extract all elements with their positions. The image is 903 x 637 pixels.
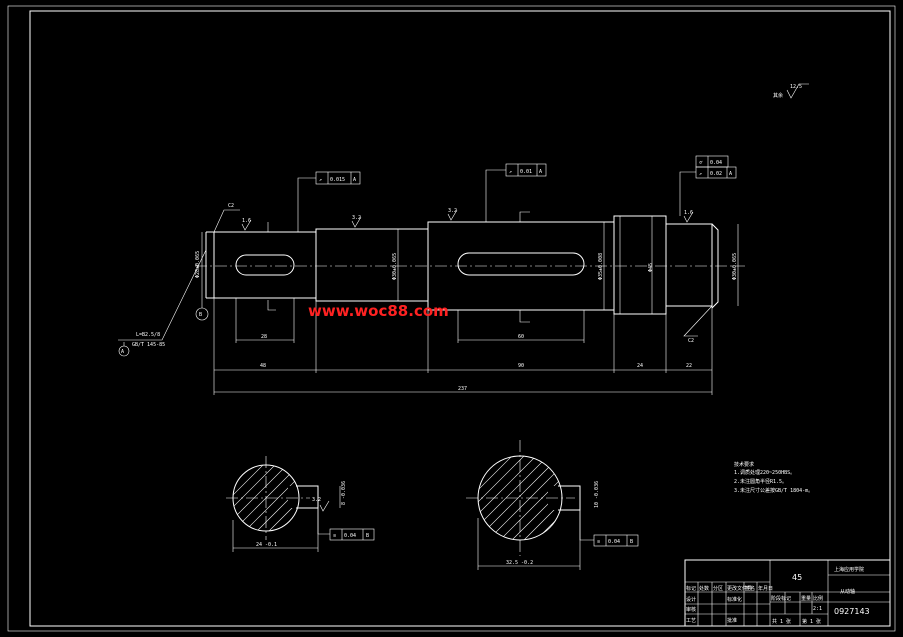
tolerance-frame-left: ↗ 0.015 A	[297, 171, 361, 232]
svg-text:0.04: 0.04	[608, 539, 620, 545]
svg-text:237: 237	[458, 386, 467, 392]
svg-text:22: 22	[686, 363, 692, 369]
svg-text:A: A	[539, 169, 542, 175]
svg-text:B: B	[366, 533, 369, 539]
part-name: 从动轴	[840, 588, 855, 595]
svg-text:1.6: 1.6	[684, 210, 693, 216]
svg-text:年月日: 年月日	[758, 585, 773, 592]
svg-text:0.02: 0.02	[710, 171, 722, 177]
svg-text:1.6: 1.6	[242, 218, 251, 224]
svg-text:≡: ≡	[333, 533, 336, 539]
svg-text:分区: 分区	[713, 585, 723, 592]
svg-text:Φ35±0.008: Φ35±0.008	[598, 253, 604, 280]
drawing-number: 0927143	[834, 607, 870, 616]
svg-text:A: A	[121, 349, 124, 355]
svg-text:↗: ↗	[319, 177, 322, 183]
svg-text:2:1: 2:1	[813, 606, 822, 612]
svg-text:24 -0.1: 24 -0.1	[256, 542, 277, 548]
svg-text:C2: C2	[688, 338, 694, 344]
svg-text:Φ45: Φ45	[648, 263, 654, 272]
svg-text:0.015: 0.015	[330, 177, 345, 183]
svg-text:B: B	[199, 312, 202, 318]
svg-text:24: 24	[637, 363, 643, 369]
svg-text:8 -0.036: 8 -0.036	[341, 481, 347, 505]
dimension-lines: 28 60 48 90 24 22 237	[214, 334, 712, 393]
svg-text:处数: 处数	[699, 585, 709, 592]
inner-frame	[29, 10, 891, 627]
title-block: 45 上海应用学院 从动轴 0927143 2:1 标记 处数 分区 更改文件号…	[684, 559, 891, 627]
svg-text:60: 60	[518, 334, 524, 340]
svg-text:≡: ≡	[597, 539, 600, 545]
svg-text:0.04: 0.04	[344, 533, 356, 539]
svg-text:其余: 其余	[773, 92, 783, 99]
svg-text:GB/T 145-85: GB/T 145-85	[132, 342, 165, 348]
keyway-middle	[457, 252, 585, 276]
svg-text:3.2: 3.2	[448, 208, 457, 214]
svg-text:标准化: 标准化	[727, 596, 742, 603]
svg-text:共 1 张: 共 1 张	[772, 618, 791, 625]
svg-text:阶段标记: 阶段标记	[771, 595, 791, 602]
svg-text:第 1 张: 第 1 张	[802, 618, 821, 625]
surface-finish-note: 其余 12.5	[773, 83, 809, 99]
svg-text:工艺: 工艺	[686, 618, 696, 624]
school-name: 上海应用学院	[834, 566, 864, 573]
svg-text:A: A	[729, 171, 732, 177]
tolerance-frame-middle: ↗ 0.01 A	[485, 163, 547, 222]
svg-text:1.调质处理220~250HBS。: 1.调质处理220~250HBS。	[734, 469, 795, 476]
roughness-symbols: 1.6 3.2 3.2 1.6 3.2	[241, 208, 694, 512]
chamfer-right: C2	[683, 305, 713, 344]
outer-border	[7, 5, 896, 632]
svg-text:审核: 审核	[686, 606, 696, 613]
svg-text:0.01: 0.01	[520, 169, 532, 175]
shaft-main-view	[195, 211, 745, 395]
section-view-left: 24 -0.1 8 -0.036 ≡ 0.04 B	[226, 456, 375, 552]
svg-text:10 -0.036: 10 -0.036	[594, 481, 600, 508]
material-value: 45	[792, 573, 802, 582]
svg-text:比例: 比例	[813, 595, 823, 602]
svg-text:Φ30±0.065: Φ30±0.065	[392, 253, 398, 280]
svg-text:L=B2.5/8: L=B2.5/8	[136, 332, 160, 338]
svg-text:⌭: ⌭	[699, 160, 703, 166]
svg-text:B: B	[630, 539, 633, 545]
svg-text:技术要求: 技术要求	[734, 461, 754, 468]
svg-text:设计: 设计	[686, 596, 696, 603]
svg-text:更改文件号: 更改文件号	[727, 585, 752, 592]
section-view-right: 32.5 -0.2 10 -0.036 ≡ 0.04 B	[466, 440, 639, 570]
svg-text:批准: 批准	[727, 617, 737, 624]
svg-text:48: 48	[260, 363, 266, 369]
svg-text:↗: ↗	[699, 171, 702, 177]
datum-b-marker: B	[195, 298, 209, 321]
svg-text:0.04: 0.04	[710, 160, 722, 166]
watermark: www.woc88.com	[308, 302, 449, 320]
tolerance-frame-right: ⌭ 0.04 ↗ 0.02 A	[679, 155, 737, 216]
svg-text:90: 90	[518, 363, 524, 369]
svg-text:Φ28±0.065: Φ28±0.065	[195, 251, 201, 278]
center-hole-note: L=B2.5/8 GB/T 145-85 A	[118, 249, 207, 357]
svg-text:↗: ↗	[509, 169, 512, 175]
svg-text:2.未注圆角半径R1.5。: 2.未注圆角半径R1.5。	[734, 478, 787, 485]
diameter-labels: Φ28±0.065 Φ30±0.065 Φ35±0.008 Φ45 Φ30±0.…	[195, 222, 739, 310]
chamfer-left: C2	[213, 203, 240, 233]
svg-text:C2: C2	[228, 203, 234, 209]
svg-text:12.5: 12.5	[790, 84, 802, 90]
svg-text:Φ30±0.065: Φ30±0.065	[732, 253, 738, 280]
svg-text:3.未注尺寸公差按GB/T 1804-m。: 3.未注尺寸公差按GB/T 1804-m。	[734, 487, 813, 494]
svg-text:标记: 标记	[686, 585, 696, 592]
svg-text:32.5 -0.2: 32.5 -0.2	[506, 560, 533, 566]
keyway-left	[235, 254, 295, 276]
svg-text:3.2: 3.2	[352, 215, 361, 221]
svg-text:A: A	[353, 177, 356, 183]
svg-text:签名: 签名	[745, 585, 755, 592]
svg-text:3.2: 3.2	[312, 497, 321, 503]
svg-text:28: 28	[261, 334, 267, 340]
svg-text:重量: 重量	[801, 595, 811, 602]
technical-requirements: 技术要求 1.调质处理220~250HBS。 2.未注圆角半径R1.5。 3.未…	[734, 461, 813, 494]
